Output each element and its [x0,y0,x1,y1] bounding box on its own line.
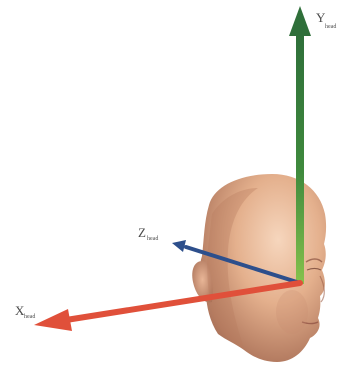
z-axis-label: Z head [138,225,158,242]
x-axis-subscript: head [24,314,35,320]
y-axis-shaft [296,34,304,284]
x-axis-label: X head [15,303,35,320]
z-axis-subscript: head [147,236,158,242]
x-axis-arrowhead [34,309,72,331]
cheek-shading [276,290,308,334]
y-axis-subscript: head [325,24,336,30]
y-axis-letter: Y [316,10,326,25]
z-axis-letter: Z [138,225,146,240]
z-axis-arrowhead [172,240,186,252]
y-axis-label: Y head [316,10,336,30]
head-model [192,174,326,362]
y-axis-arrowhead [289,6,311,36]
